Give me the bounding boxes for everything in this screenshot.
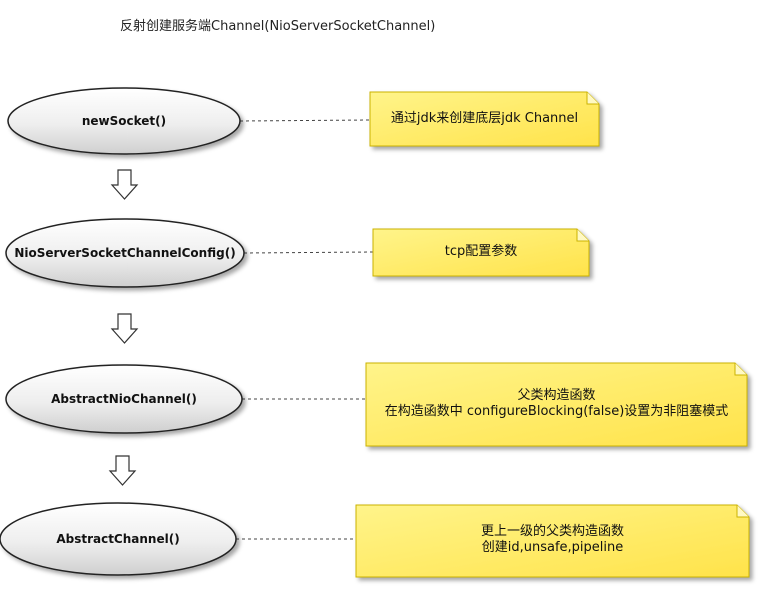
node-label-config: NioServerSocketChannelConfig()	[14, 246, 236, 260]
note-3-line-2: 在构造函数中 configureBlocking(false)设置为非阻塞模式	[384, 404, 729, 419]
node-label-abstract-nio-channel: AbstractNioChannel()	[51, 392, 197, 406]
note-3-line-1: 父类构造函数	[517, 388, 596, 403]
note-3	[365, 362, 748, 447]
node-abstract-nio-channel	[5, 364, 243, 434]
flow-arrow-3	[108, 455, 137, 486]
connector-1	[239, 119, 371, 122]
note-4-line-2: 创建id,unsafe,pipeline	[481, 540, 624, 555]
flow-arrow-2	[110, 313, 139, 344]
note-4	[355, 504, 750, 578]
node-label-abstract-channel: AbstractChannel()	[56, 532, 180, 546]
node-config	[5, 218, 245, 288]
node-newsocket	[7, 87, 241, 155]
flow-arrow-1	[110, 169, 139, 200]
diagram-title: 反射创建服务端Channel(NioServerSocketChannel)	[120, 19, 436, 34]
node-label-newsocket: newSocket()	[81, 114, 167, 128]
note-2	[372, 228, 590, 277]
note-2-text: tcp配置参数	[444, 244, 518, 259]
note-1	[369, 91, 600, 147]
note-1-text: 通过jdk来创建底层jdk Channel	[390, 111, 579, 126]
connector-2	[243, 251, 374, 254]
note-4-line-1: 更上一级的父类构造函数	[480, 524, 624, 539]
node-abstract-channel	[0, 502, 237, 576]
